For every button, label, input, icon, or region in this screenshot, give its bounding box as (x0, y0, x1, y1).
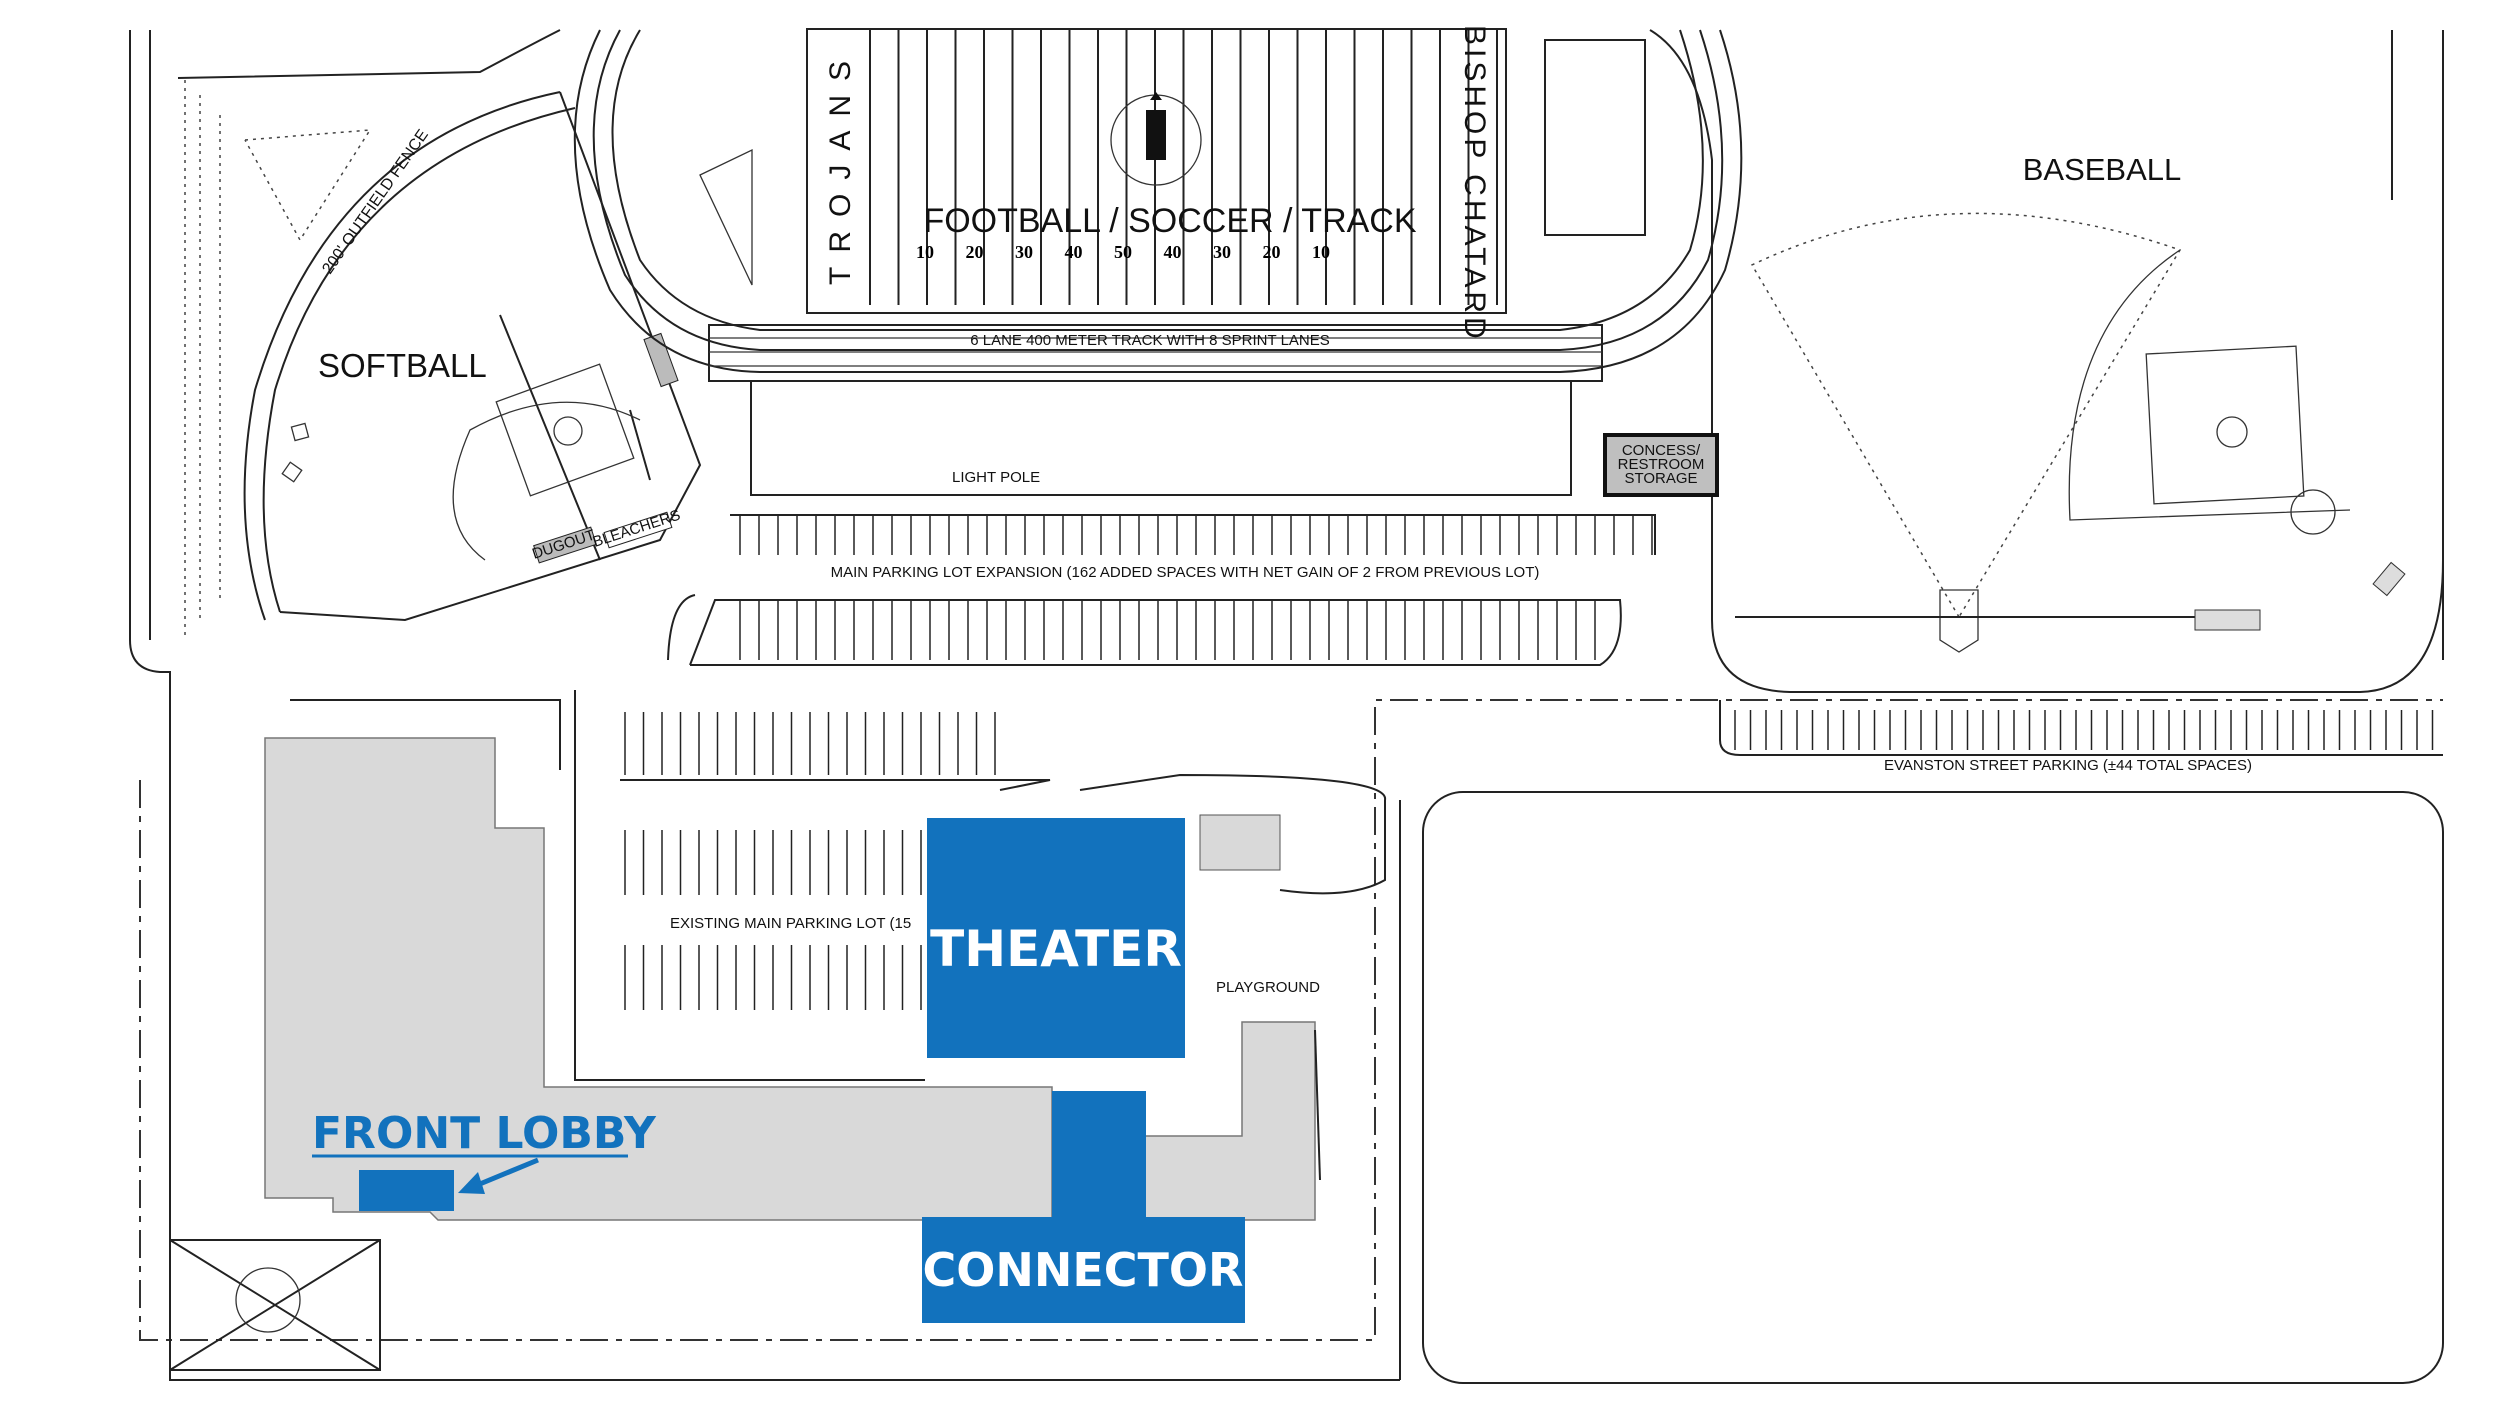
outfield-fence-label: 200' OUTFIELD FENCE (319, 127, 432, 278)
track-label: 6 LANE 400 METER TRACK WITH 8 SPRINT LAN… (970, 332, 1330, 349)
yard-marker: 50 (1114, 242, 1132, 262)
endzone-left-label: TROJANS (824, 47, 857, 285)
concession-line-1: CONCESS/ (1622, 442, 1701, 459)
field-label: FOOTBALL / SOCCER / TRACK (923, 202, 1416, 240)
dugout-label: DUGOUT (530, 527, 597, 563)
concession-line-2: RESTROOM (1618, 456, 1705, 473)
parking-expansion-label: MAIN PARKING LOT EXPANSION (162 ADDED SP… (831, 564, 1540, 581)
yard-marker: 10 (916, 242, 934, 262)
theater-highlight[interactable] (927, 818, 1185, 1058)
south-lot-area (1422, 791, 2444, 1384)
yard-markers: 10 20 30 40 50 40 30 20 10 (916, 242, 1330, 262)
school-crest-icon (1146, 92, 1166, 160)
school-building: PLAYGROUND (169, 699, 1321, 1371)
connector-link-highlight (1052, 1091, 1146, 1221)
concession-building: CONCESS/ RESTROOM STORAGE (1603, 433, 1719, 497)
dugout-2 (533, 526, 597, 564)
yard-marker: 20 (1263, 242, 1281, 262)
softball-label: SOFTBALL (318, 347, 487, 384)
yard-marker: 20 (966, 242, 984, 262)
front-lobby-highlight[interactable] (359, 1170, 454, 1211)
track-and-field: 6 LANE 400 METER TRACK WITH 8 SPRINT LAN… (573, 25, 1743, 496)
yard-marker: 30 (1213, 242, 1231, 262)
endzone-right-label: BISHOP CHATARD (1458, 25, 1491, 343)
yard-marker: 10 (1312, 242, 1330, 262)
yard-lines (869, 29, 1498, 305)
yard-marker: 40 (1164, 242, 1182, 262)
light-pole-label: LIGHT POLE (952, 469, 1040, 486)
yard-marker: 30 (1015, 242, 1033, 262)
front-lobby-label[interactable]: FRONT LOBBY (312, 1108, 657, 1159)
site-boundaries (129, 29, 2444, 1384)
parking-areas: MAIN PARKING LOT EXPANSION (162 ADDED SP… (574, 514, 2443, 1081)
evanston-parking-label: EVANSTON STREET PARKING (±44 TOTAL SPACE… (1884, 757, 2252, 774)
connector-label: CONNECTOR (923, 1243, 1244, 1297)
baseball-label: BASEBALL (2023, 152, 2182, 187)
bleachers (603, 511, 673, 549)
highlights: THEATER CONNECTOR FRONT LOBBY (312, 818, 1245, 1323)
theater-label: THEATER (930, 920, 1182, 978)
existing-lot-label: EXISTING MAIN PARKING LOT (15 (670, 915, 911, 932)
dugout-1 (643, 332, 679, 388)
playground-label: PLAYGROUND (1216, 979, 1320, 996)
concession-line-3: STORAGE (1624, 470, 1697, 487)
yard-marker: 40 (1065, 242, 1083, 262)
arrow-icon (458, 1157, 539, 1194)
softball-field: DUGOUT BLEACHERS SOFTBALL 200' OUTFIELD … (177, 29, 702, 640)
connector-highlight[interactable] (922, 1217, 1245, 1323)
baseball-field: BASEBALL (1735, 152, 2406, 653)
